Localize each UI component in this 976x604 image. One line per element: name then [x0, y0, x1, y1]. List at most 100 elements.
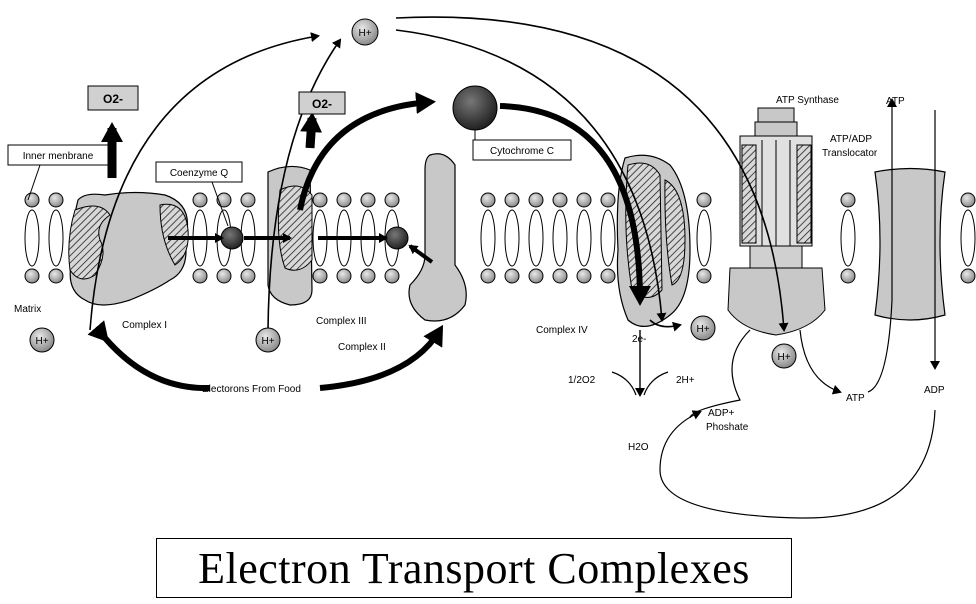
lipid-head: [529, 269, 543, 283]
h2o-label: H2O: [628, 442, 649, 453]
o2-minus-box-2: O2-: [299, 92, 345, 114]
adp-return-loop: [660, 410, 935, 518]
lipid-tail: [577, 210, 591, 266]
food-arrow-left: [105, 338, 210, 388]
food-arrow-right: [320, 330, 440, 388]
lipid-head: [313, 269, 327, 283]
complex-1-label: Complex I: [122, 320, 167, 331]
coenzyme-q-ball: [221, 227, 243, 249]
h-plus-complex4: H+: [691, 316, 715, 340]
svg-text:Coenzyme Q: Coenzyme Q: [170, 168, 229, 179]
lipid-head: [481, 269, 495, 283]
adp-plus-label: ADP+: [708, 408, 735, 419]
lipid-tail: [25, 210, 39, 266]
translocator-label-1: ATP/ADP: [830, 134, 872, 145]
h-plus-synthase: H+: [772, 344, 796, 368]
lipid-head: [217, 269, 231, 283]
atp-top-label: ATP: [886, 96, 905, 107]
lipid-tail: [961, 210, 975, 266]
lipid-head: [217, 193, 231, 207]
lipid-head: [361, 193, 375, 207]
lipid-head: [553, 269, 567, 283]
svg-text:H+: H+: [261, 336, 274, 347]
atp-synthase-label: ATP Synthase: [776, 95, 839, 106]
lipid-head: [697, 269, 711, 283]
coenzyme-q-label: Coenzyme Q: [156, 162, 242, 182]
diagram-title: Electron Transport Complexes: [198, 543, 750, 594]
h-plus-matrix-1: H+: [30, 328, 54, 352]
svg-text:Inner menbrane: Inner menbrane: [23, 151, 94, 162]
electrons-from-food-label: Electorons From Food: [202, 384, 301, 395]
lipid-head: [193, 193, 207, 207]
lipid-head: [313, 193, 327, 207]
complex-1: [69, 193, 188, 306]
lipid-head: [481, 193, 495, 207]
complex-2: [409, 154, 466, 321]
lipid-head: [49, 269, 63, 283]
lipid-tail: [49, 210, 63, 266]
lipid-tail: [841, 210, 855, 266]
inner-membrane-label: Inner menbrane: [8, 145, 108, 165]
lipid-head: [577, 193, 591, 207]
lipid-head: [505, 269, 519, 283]
half-o2-label: 1/2O2: [568, 375, 596, 386]
lipid-head: [961, 269, 975, 283]
lipid-head: [361, 269, 375, 283]
lipid-head: [25, 193, 39, 207]
lipid-tail: [601, 210, 615, 266]
lipid-tail: [481, 210, 495, 266]
cytochrome-c-ball: [453, 86, 497, 130]
svg-text:H+: H+: [35, 336, 48, 347]
lipid-head: [385, 193, 399, 207]
svg-text:H+: H+: [777, 352, 790, 363]
o2-arrow-2: [310, 118, 312, 148]
translocator-label-2: Translocator: [822, 148, 878, 159]
lipid-head: [241, 193, 255, 207]
atp-out-label: ATP: [846, 393, 865, 404]
lipid-head: [553, 193, 567, 207]
electron-carrier-ball: [386, 227, 408, 249]
lipid-tail: [697, 210, 711, 266]
half-o2-curve: [612, 372, 636, 395]
lipid-tail: [505, 210, 519, 266]
adp-out-label: ADP: [924, 385, 945, 396]
complex-3-label: Complex III: [316, 316, 367, 327]
lipid-head: [505, 193, 519, 207]
lipid-head: [241, 269, 255, 283]
lipid-head: [601, 193, 615, 207]
svg-text:Cytochrome C: Cytochrome C: [490, 146, 554, 157]
lipid-head: [25, 269, 39, 283]
two-h-curve: [644, 372, 668, 395]
lipid-tail: [553, 210, 567, 266]
lipid-head: [193, 269, 207, 283]
lipid-head: [337, 269, 351, 283]
phosphate-label: Phoshate: [706, 422, 749, 433]
lipid-head: [601, 269, 615, 283]
lipid-head: [577, 269, 591, 283]
svg-text:H+: H+: [358, 28, 371, 39]
o2-minus-box-1: O2-: [88, 86, 138, 110]
complex-4: [617, 155, 690, 326]
lipid-head: [49, 193, 63, 207]
complex-2-label: Complex II: [338, 342, 386, 353]
h-plus-top: H+: [352, 19, 378, 45]
two-h-label: 2H+: [676, 375, 695, 386]
lipid-tail: [529, 210, 543, 266]
two-e-label: 2e-: [632, 334, 646, 345]
atp-synthase: [728, 108, 825, 335]
h-plus-matrix-3: H+: [256, 328, 280, 352]
lipid-head: [841, 193, 855, 207]
adp-to-synthase-arc: [690, 330, 750, 418]
svg-text:H+: H+: [696, 324, 709, 335]
matrix-label: Matrix: [14, 304, 41, 315]
lipid-head: [697, 193, 711, 207]
lipid-head: [337, 193, 351, 207]
complex-4-label: Complex IV: [536, 325, 588, 336]
lipid-head: [385, 269, 399, 283]
svg-text:O2-: O2-: [103, 92, 123, 106]
synthase-to-atp-arrow: [800, 330, 840, 392]
svg-text:O2-: O2-: [312, 97, 332, 111]
cytochrome-c-label: Cytochrome C: [473, 140, 571, 160]
lipid-head: [961, 193, 975, 207]
